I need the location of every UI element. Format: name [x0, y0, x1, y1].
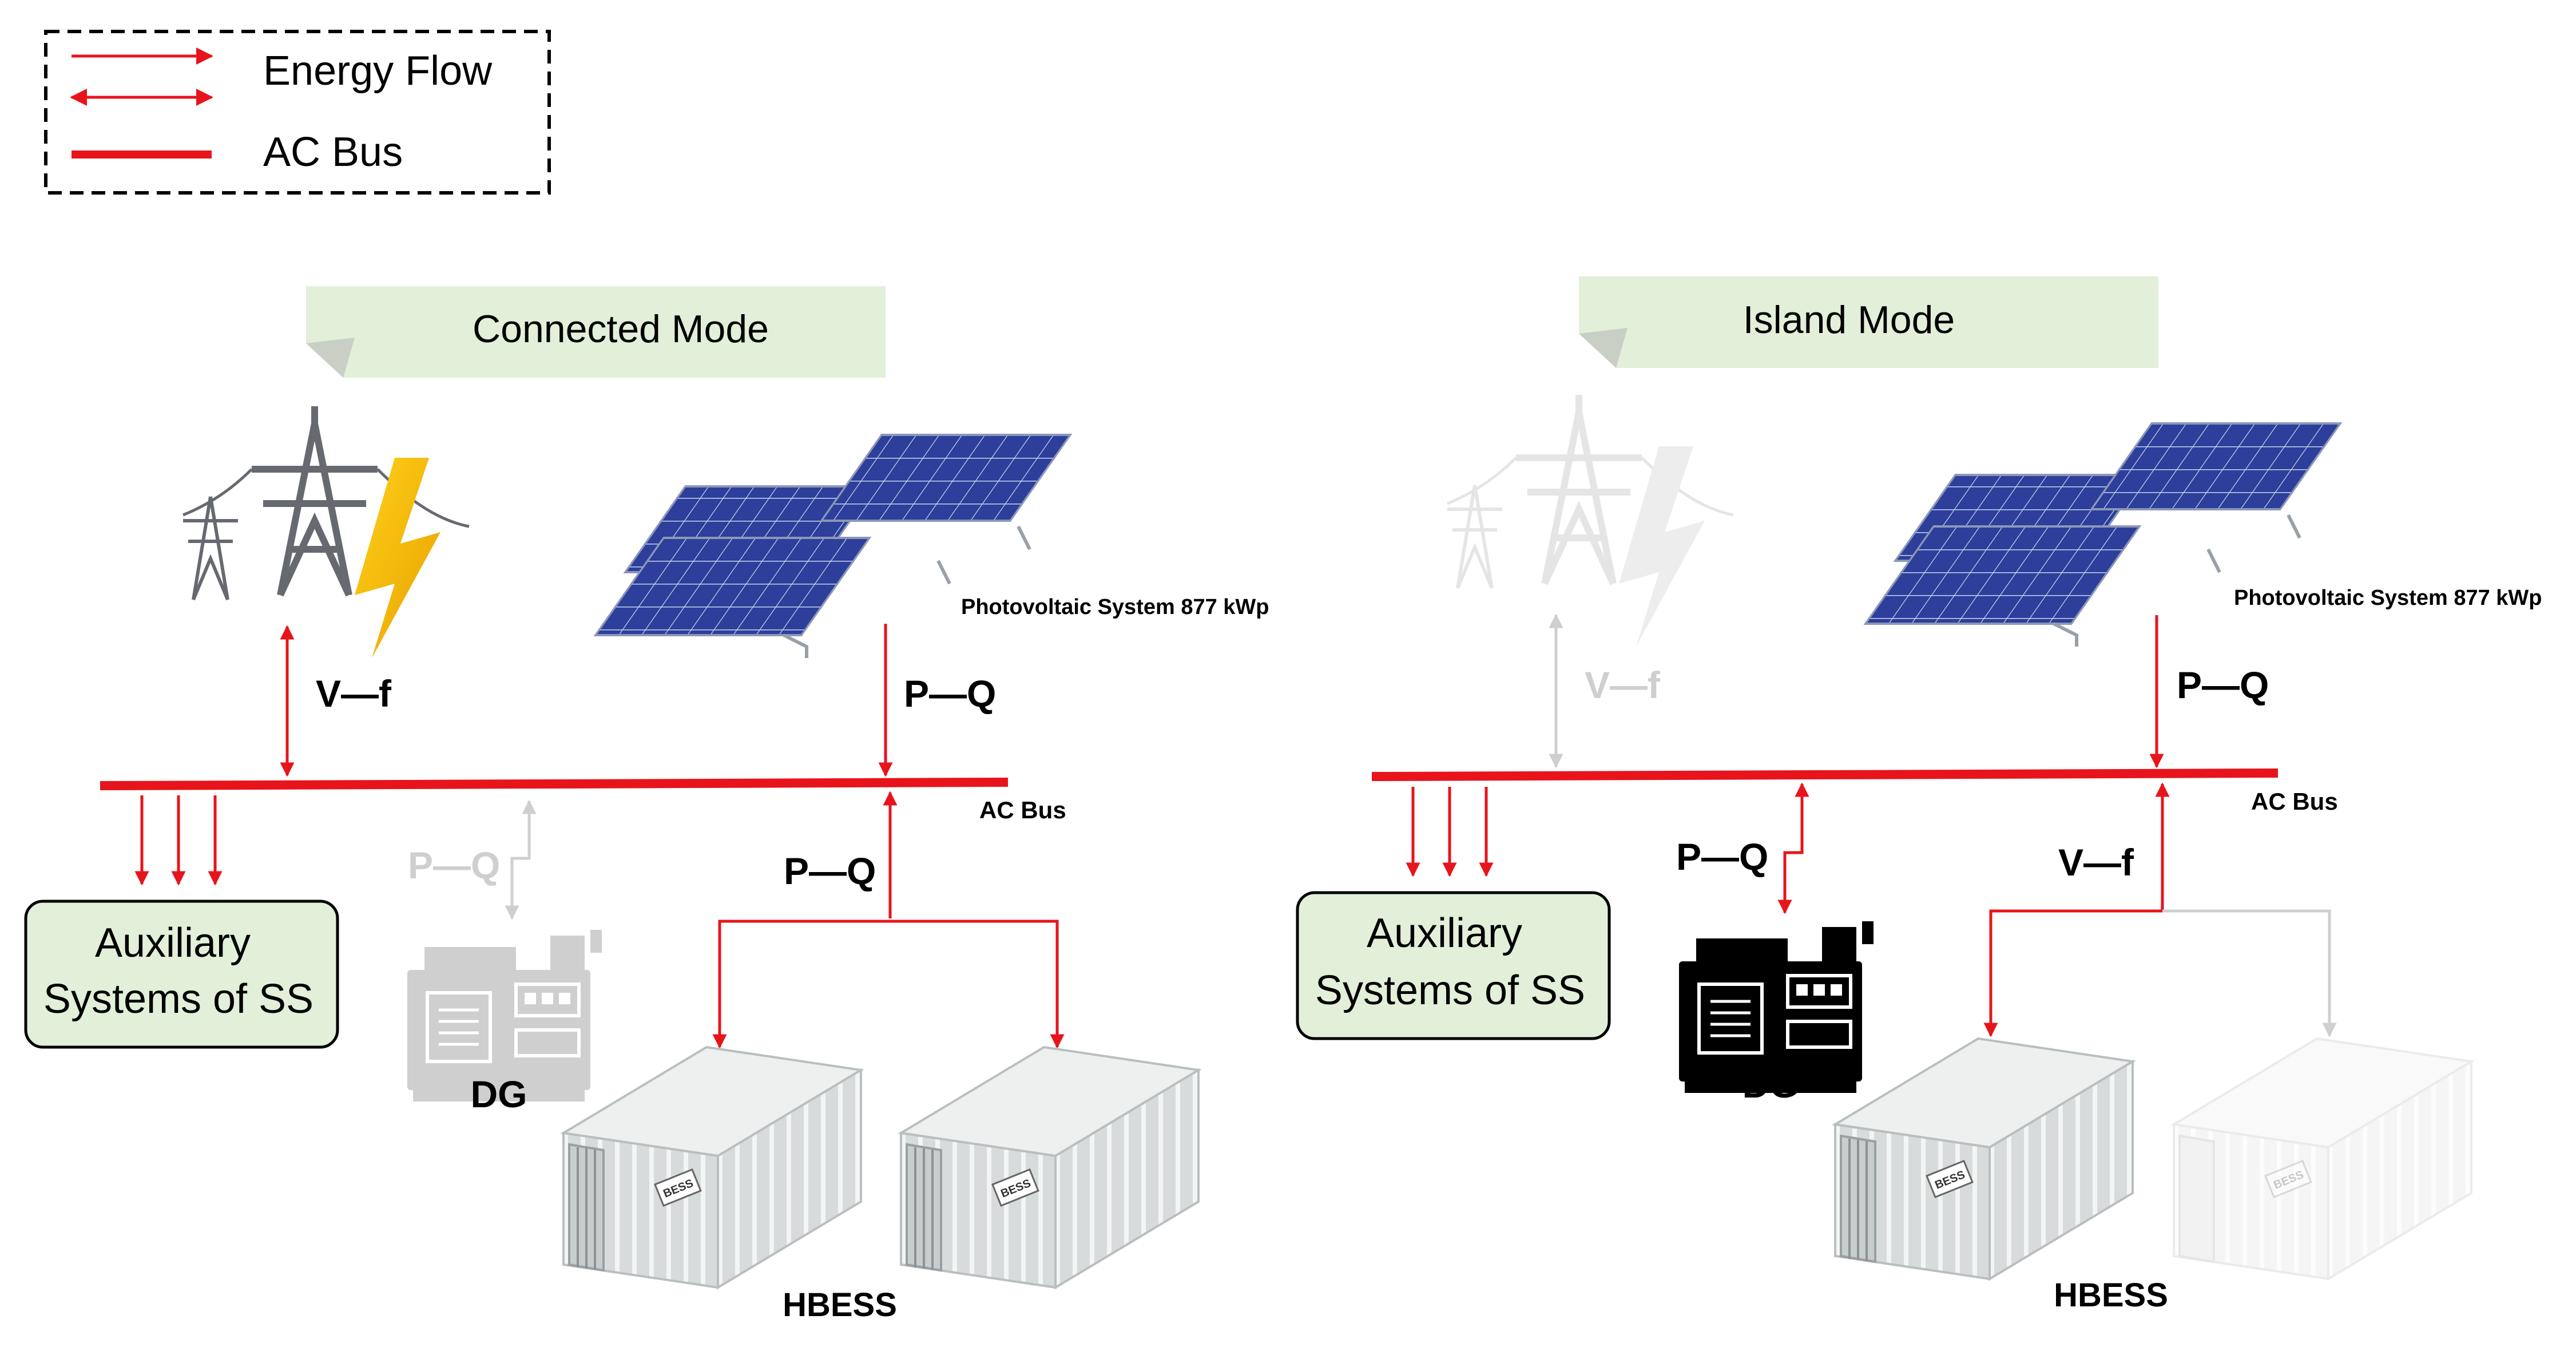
hbess-flow-label: P—Q [784, 850, 876, 892]
island-mode-note: Island Mode [1579, 276, 2158, 368]
connected-mode-panel: Connected Mode Photovoltaic System 877 k… [24, 286, 1269, 1324]
pv-label: Photovoltaic System 877 kWp [961, 595, 1269, 619]
hbess-container-1: BESS [1834, 1037, 2134, 1280]
ac-bus-label: AC Bus [2251, 788, 2338, 815]
aux-label-line2: Systems of SS [43, 976, 313, 1022]
island-mode-panel: Island Mode Photovoltaic System 877 kWp … [1296, 276, 2542, 1314]
pv-flow-label: P—Q [904, 672, 996, 715]
dg-flow-label: P—Q [1676, 835, 1768, 878]
connected-mode-note: Connected Mode [306, 286, 886, 378]
grid-flow-label: V—f [316, 672, 392, 715]
legend-ac-bus: AC Bus [263, 129, 403, 175]
aux-label-line2: Systems of SS [1315, 968, 1585, 1013]
connected-mode-title: Connected Mode [473, 307, 769, 351]
hbess-inactive-branch [2162, 909, 2337, 1037]
hbess-container-1: BESS [562, 1046, 862, 1289]
legend-energy-flow: Energy Flow [263, 48, 493, 94]
legend-box [44, 30, 551, 195]
dg-flow-arrow [505, 799, 537, 920]
island-mode-title: Island Mode [1743, 298, 1955, 342]
grid-pylon-icon [183, 406, 469, 658]
aux-systems-box: Auxiliary Systems of SS [24, 900, 339, 1049]
aux-label-line1: Auxiliary [1367, 910, 1522, 956]
dg-flow-arrow [1777, 782, 1809, 914]
hbess-active-branch [1983, 909, 2162, 1037]
hbess-container-2: BESS [900, 1046, 1200, 1289]
grid-pylon-icon-faded [1447, 395, 1733, 647]
dg-label: DG [1743, 1063, 1799, 1106]
hbess-container-2-faded: BESS [2173, 1037, 2472, 1280]
pv-array-icon [596, 435, 1070, 658]
aux-systems-box: Auxiliary Systems of SS [1296, 891, 1611, 1040]
grid-flow-label: V—f [1585, 664, 1661, 706]
hbess-split-arrow [712, 920, 1065, 1049]
pv-array-icon [1865, 423, 2340, 647]
ac-bus-label: AC Bus [979, 797, 1066, 823]
dg-flow-label: P—Q [408, 844, 500, 886]
legend: Energy Flow AC Bus [44, 30, 551, 195]
hbess-flow-label: V—f [2058, 841, 2134, 884]
dg-label: DG [471, 1073, 527, 1115]
hbess-label: HBESS [783, 1286, 897, 1324]
pv-label: Photovoltaic System 877 kWp [2234, 586, 2542, 610]
ac-bus-line [1371, 768, 2279, 781]
pv-flow-label: P—Q [2177, 664, 2269, 706]
aux-label-line1: Auxiliary [95, 920, 251, 966]
hbess-label: HBESS [2054, 1277, 2168, 1314]
ac-bus-line [100, 778, 1009, 790]
